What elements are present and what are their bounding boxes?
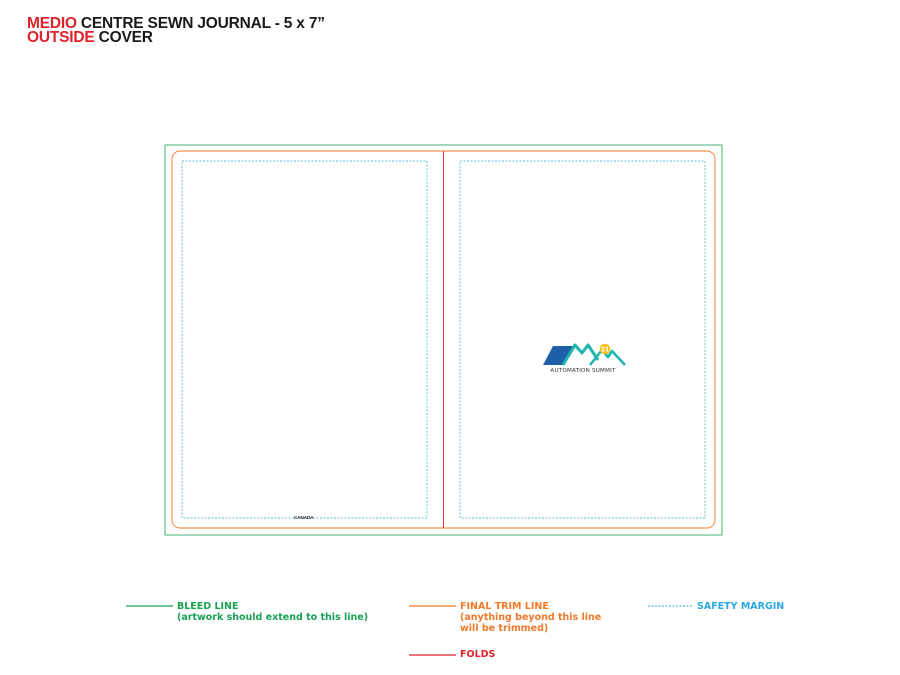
logo-yellow-badge [599,343,611,355]
title-line-2: OUTSIDE COVER [27,29,325,46]
legend-safety: SAFETY MARGIN [697,601,784,612]
legend-trim-desc-2: will be trimmed) [460,623,549,634]
title-product-name: CENTRE SEWN JOURNAL - 5 x 7” [80,15,325,32]
logo-wordmark: AUTOMATION SUMMIT [550,368,616,374]
legend-bleed-desc: (artwork should extend to this line) [177,612,369,623]
logo-teal-mountain-2 [588,348,626,366]
legend-bleed: BLEED LINE (artwork should extend to thi… [177,601,368,623]
title-line-1: MEDIO CENTRE SEWN JOURNAL - 5 x 7” [27,15,325,32]
page-title: MEDIO CENTRE SEWN JOURNAL - 5 x 7” OUTSI… [27,15,325,46]
title-product-size: MEDIO [27,15,77,32]
logo-badge-text: 21 [601,346,609,353]
logo-teal-mountain [561,343,600,366]
legend-bleed-title: BLEED LINE [177,601,239,612]
legend-trim-desc-1: (anything beyond this line [460,612,602,623]
safety-margin-back [181,160,428,519]
legend-trim-title: FINAL TRIM LINE [460,601,549,612]
bleed-line [164,144,723,536]
title-side: OUTSIDE [27,29,95,46]
safety-margin-front [459,160,706,519]
legend-folds-title: FOLDS [460,649,496,660]
legend-trim: FINAL TRIM LINE (anything beyond this li… [460,601,601,634]
automation-summit-logo: 21 AUTOMATION SUMMIT [543,343,626,374]
back-cover-imprint: CANADA [294,515,314,520]
title-part: COVER [98,29,153,46]
legend-folds: FOLDS [460,649,495,660]
legend-safety-title: SAFETY MARGIN [697,601,785,612]
